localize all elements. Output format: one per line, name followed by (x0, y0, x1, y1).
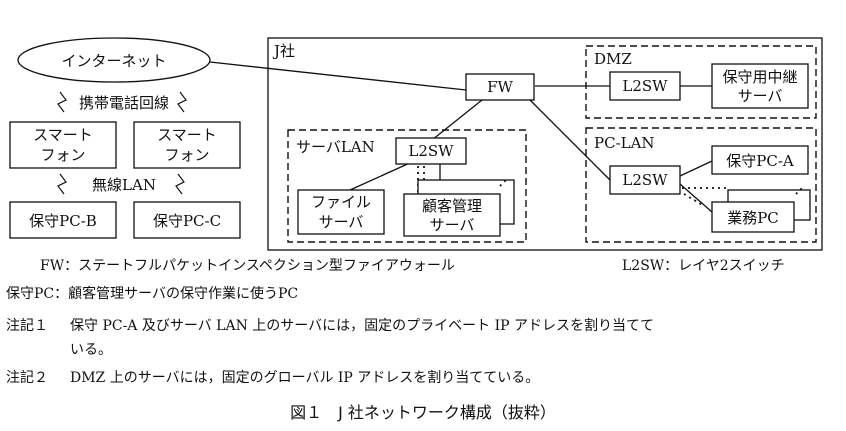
smartphone-1-line1: スマート (33, 126, 93, 144)
pc-b-label: 保守PC-B (29, 212, 97, 230)
relay-server-line1: 保守用中継 (722, 68, 797, 86)
customer-server-line2: サーバ (430, 216, 475, 234)
link-fw-pc-l2sw (529, 99, 611, 181)
pc-c-box (133, 201, 241, 239)
figure-caption: 図１ J 社ネットワーク構成（抜粋） (290, 403, 556, 422)
note1-line1: 保守 PC-A 及びサーバ LAN 上のサーバには，固定のプライベート IP ア… (70, 317, 654, 334)
pc-a-box (711, 145, 809, 175)
file-server-line1: ファイル (311, 193, 371, 211)
business-pc-label: 業務PC (727, 209, 779, 227)
company-boundary (267, 37, 823, 251)
note1-label: 注記１ (6, 317, 48, 334)
relay-server-box (711, 63, 809, 109)
server-lan-zone (287, 129, 527, 243)
link-fw-server-l2sw (431, 99, 483, 141)
smartphone-1-line2: フォン (40, 146, 85, 164)
note1-line2: いる。 (70, 342, 112, 358)
pc-lan-zone (585, 127, 817, 243)
link-pc-l2sw-stack-b (683, 193, 705, 207)
mobile-line-label: 携帯電話回線 (79, 94, 169, 112)
mobile-line-zigzag-right (177, 91, 187, 113)
dmz-zone (585, 45, 817, 119)
note2-text: DMZ 上のサーバには，固定のグローバル IP アドレスを割り当てている。 (70, 369, 539, 386)
server-lan-label: サーバLAN (296, 138, 375, 156)
relay-server-line2: サーバ (738, 87, 783, 105)
wireless-lan-label: 無線LAN (92, 176, 156, 194)
file-server-line2: サーバ (319, 213, 364, 231)
dmz-l2sw-label: L2SW (622, 77, 668, 95)
smartphone-2-line2: フォン (164, 146, 209, 164)
smartphone-2-line1: スマート (157, 126, 217, 144)
link-pc-l2sw-pc-a (679, 160, 713, 177)
wireless-zigzag-right (175, 173, 185, 195)
link-server-l2sw-file (349, 161, 413, 191)
customer-server-stack-diag (499, 177, 509, 187)
wireless-zigzag-left (57, 173, 67, 195)
business-pc-stack-diag (795, 185, 805, 195)
pc-lan-label: PC-LAN (594, 134, 655, 152)
pc-l2sw-box (609, 165, 681, 195)
dmz-l2sw-box (609, 71, 681, 101)
note2-label: 注記２ (6, 369, 48, 386)
smartphone-2-box (133, 121, 241, 169)
pc-c-label: 保守PC-C (153, 212, 221, 230)
server-l2sw-label: L2SW (408, 142, 454, 160)
pc-l2sw-label: L2SW (622, 171, 668, 189)
fw-box (465, 73, 535, 101)
customer-server-box (403, 193, 501, 237)
company-label: J社 (272, 42, 295, 60)
legend-l2sw: L2SW：レイヤ2スイッチ (622, 258, 785, 274)
pc-a-label: 保守PC-A (726, 152, 794, 170)
legend-maint-pc: 保守PC：顧客管理サーバの保守作業に使うPC (6, 285, 298, 302)
link-pc-l2sw-business (679, 183, 713, 213)
fw-label: FW (487, 78, 513, 96)
business-pc-box (711, 201, 795, 233)
internet-cloud (17, 37, 211, 83)
internet-label: インターネット (61, 52, 166, 70)
link-internet-fw (209, 61, 467, 91)
file-server-box (297, 189, 385, 235)
mobile-line-zigzag-left (57, 91, 67, 113)
smartphone-1-box (9, 121, 117, 169)
legend-fw: FW：ステートフルパケットインスペクション型ファイアウォール (40, 258, 455, 274)
server-l2sw-box (395, 137, 467, 165)
dmz-label: DMZ (594, 50, 632, 68)
customer-server-line1: 顧客管理 (422, 197, 482, 215)
pc-b-box (9, 201, 117, 239)
